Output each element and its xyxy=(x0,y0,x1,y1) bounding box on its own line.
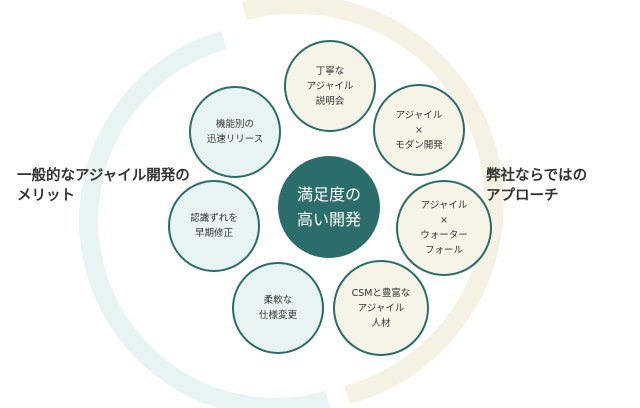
node-csm-talent: CSMと豊富な アジャイル 人材 xyxy=(333,260,429,356)
right-label-line-1: 弊社ならではの xyxy=(486,168,588,184)
node-rapid-release: 機能別の 迅速リリース xyxy=(189,86,281,178)
node-agile-briefing-line-2: アジャイル xyxy=(306,80,354,92)
left-ring-arc xyxy=(79,30,331,408)
node-rapid-release-line-2: 迅速リリース xyxy=(206,134,264,145)
node-flexible-spec-line-1: 柔軟な xyxy=(263,295,293,306)
node-early-correction: 認識ずれを 早期修正 xyxy=(168,180,260,272)
left-label: 一般的なアジャイル開発の メリット xyxy=(17,166,190,206)
node-rapid-release-line-1: 機能別の xyxy=(215,119,254,130)
left-label-line-2: メリット xyxy=(17,188,75,204)
node-agile-waterfall-line-3: ウォーター xyxy=(420,230,468,241)
right-ring-arc xyxy=(241,0,504,405)
center-line-2: 高い開発 xyxy=(296,210,361,229)
node-agile-briefing-line-3: 説明会 xyxy=(315,95,345,107)
center-circle: 満足度の 高い開発 xyxy=(278,156,380,258)
node-early-correction-line-1: 認識ずれを xyxy=(190,213,238,224)
center-line-1: 満足度の xyxy=(296,185,361,204)
node-agile-modern-line-3: モダン開発 xyxy=(395,139,443,151)
node-agile-modern-line-1: アジャイル xyxy=(395,109,443,121)
left-label-line-1: 一般的なアジャイル開発の xyxy=(17,168,190,184)
node-agile-briefing-line-1: 丁寧な xyxy=(315,65,345,77)
right-label-line-2: アプローチ xyxy=(486,188,559,204)
node-flexible-spec-line-2: 仕様変更 xyxy=(258,310,297,321)
node-csm-talent-line-1: CSMと豊富な xyxy=(351,287,411,299)
node-flexible-spec: 柔軟な 仕様変更 xyxy=(232,262,324,354)
node-agile-waterfall: アジャイル × ウォーター フォール xyxy=(396,180,492,276)
node-early-correction-line-2: 早期修正 xyxy=(194,228,233,239)
node-agile-briefing: 丁寧な アジャイル 説明会 xyxy=(284,40,376,132)
node-agile-waterfall-line-2: × xyxy=(440,215,448,226)
node-agile-waterfall-line-4: フォール xyxy=(424,245,463,256)
node-csm-talent-line-3: 人材 xyxy=(371,317,391,329)
node-agile-waterfall-line-1: アジャイル xyxy=(420,200,468,211)
node-agile-modern: アジャイル × モダン開発 xyxy=(373,84,465,176)
node-agile-modern-line-2: × xyxy=(415,124,423,136)
node-csm-talent-line-2: アジャイル xyxy=(357,302,405,314)
right-label: 弊社ならではの アプローチ xyxy=(486,166,587,206)
